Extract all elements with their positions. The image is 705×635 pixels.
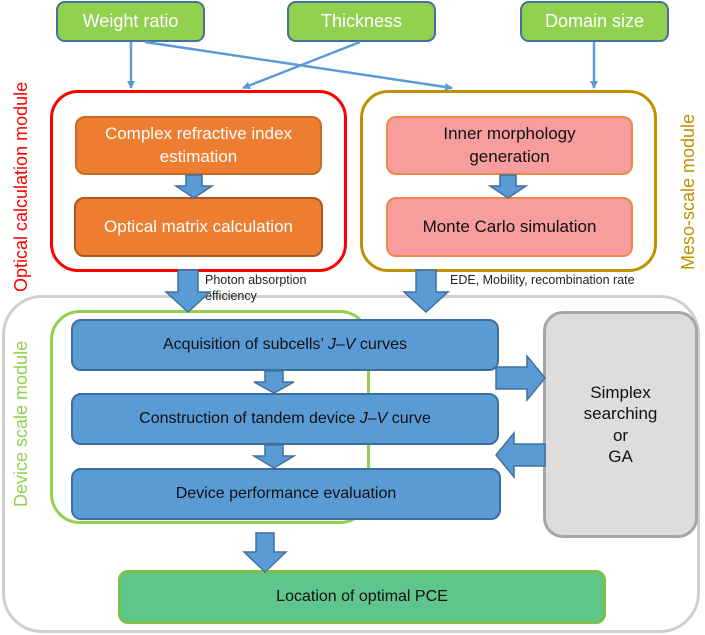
- construction-box: Construction of tandem device J–V curve: [71, 393, 499, 445]
- construction-jv: J–V: [359, 409, 388, 427]
- photon-absorption-text: Photon absorption efficiency: [205, 273, 307, 303]
- evaluation-box: Device performance evaluation: [71, 468, 501, 520]
- block-arrow-from-optimizer: [495, 430, 546, 480]
- optimizer-line1: Simplex: [590, 383, 651, 402]
- weight-ratio-label: Weight ratio: [82, 11, 179, 31]
- optimal-pce-box: Location of optimal PCE: [118, 570, 606, 624]
- complex-refractive-index-label: Complex refractive index estimation: [104, 124, 293, 166]
- arrow-thickness-to-optical: [242, 40, 361, 90]
- block-arrow-meso-out: [402, 269, 450, 314]
- outer-device-frame: [2, 295, 700, 633]
- monte-carlo-label: Monte Carlo simulation: [422, 216, 597, 236]
- optimizer-line4: GA: [608, 446, 633, 466]
- acquisition-text: Acquisition of subcells’: [163, 335, 328, 353]
- acquisition-jv: J–V: [327, 335, 356, 353]
- block-arrow-optical-inner: [173, 174, 215, 199]
- optimizer-line2: searching: [583, 404, 658, 424]
- thickness-box: Thickness: [287, 1, 436, 42]
- optical-matrix-label: Optical matrix calculation: [104, 216, 293, 236]
- optimizer-line3: or: [612, 425, 629, 445]
- inner-morphology-label: Inner morphology generation: [443, 124, 576, 166]
- complex-refractive-index-box: Complex refractive index estimation: [75, 116, 322, 175]
- acquisition-label: Acquisition of subcells’ J–V curves: [163, 335, 407, 356]
- meso-module-frame: [360, 90, 657, 272]
- domain-size-box: Domain size: [520, 1, 669, 42]
- inner-morphology-box: Inner morphology generation: [386, 116, 633, 175]
- block-arrow-meso-inner: [487, 174, 529, 199]
- monte-carlo-box: Monte Carlo simulation: [386, 197, 633, 257]
- block-arrow-cons-to-eval: [251, 444, 297, 469]
- construction-suffix: curve: [387, 409, 431, 427]
- block-arrow-optical-out: [164, 269, 212, 314]
- domain-size-label: Domain size: [544, 11, 645, 31]
- thickness-label: Thickness: [320, 11, 403, 31]
- block-arrow-acq-to-cons: [253, 370, 295, 394]
- meso-output-note: EDE, Mobility, recombination rate: [450, 273, 635, 287]
- optimizer-box: Simplex searching or GA: [543, 311, 698, 538]
- optimal-pce-label: Location of optimal PCE: [276, 587, 448, 605]
- optical-matrix-box: Optical matrix calculation: [74, 197, 323, 257]
- weight-ratio-box: Weight ratio: [56, 1, 205, 42]
- photon-absorption-note: Photon absorption efficiency: [205, 273, 335, 304]
- evaluation-label: Device performance evaluation: [175, 484, 397, 502]
- acquisition-suffix: curves: [355, 335, 407, 353]
- construction-label: Construction of tandem device J–V curve: [139, 409, 431, 430]
- block-arrow-to-optimizer: [495, 353, 546, 403]
- block-arrow-eval-to-result: [242, 532, 288, 574]
- acquisition-box: Acquisition of subcells’ J–V curves: [71, 319, 499, 371]
- construction-text: Construction of tandem device: [139, 409, 360, 427]
